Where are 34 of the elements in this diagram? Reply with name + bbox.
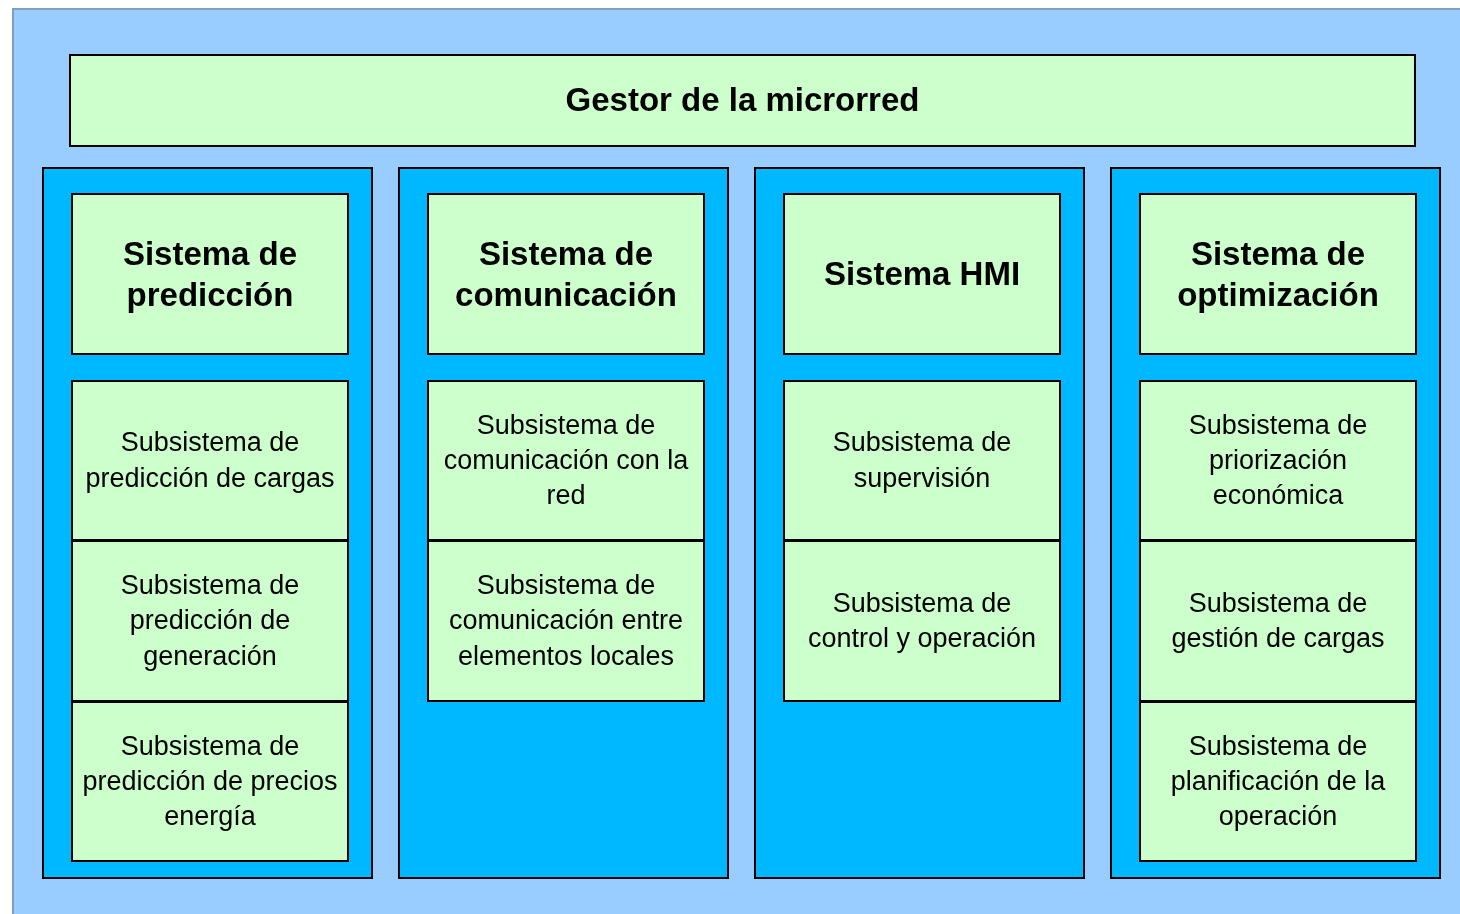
subsystem-label: Subsistema de predicción de cargas bbox=[84, 426, 336, 495]
system-label: Sistema de optimización bbox=[1176, 233, 1380, 315]
system-box bbox=[71, 193, 349, 355]
subsystem-label: Subsistema de priorización económica bbox=[1187, 408, 1369, 513]
subsystem-label: Subsistema de predicción de generación bbox=[119, 569, 301, 673]
system-label: Sistema HMI bbox=[822, 254, 1022, 295]
column-panel bbox=[398, 167, 729, 879]
subsystem-label: Subsistema de comunicación entre elementos locales bbox=[447, 569, 685, 673]
system-box bbox=[1139, 193, 1417, 355]
subsystem-label: Subsistema de supervisión bbox=[831, 426, 1013, 495]
subsystem-label: Subsistema de gestión de cargas bbox=[1170, 586, 1386, 655]
title-label: Gestor de la microrred bbox=[564, 80, 921, 121]
column-panel bbox=[1110, 167, 1441, 879]
subsystem-box bbox=[783, 380, 1061, 541]
subsystem-box bbox=[783, 540, 1061, 702]
subsystem-box bbox=[1139, 540, 1417, 702]
column-panel bbox=[754, 167, 1085, 879]
manager-box bbox=[69, 54, 1416, 147]
system-box bbox=[783, 193, 1061, 355]
subsystem-label: Subsistema de control y operación bbox=[806, 586, 1038, 655]
subsystem-label: Subsistema de planificación de la operación bbox=[1169, 729, 1387, 834]
subsystem-label: Subsistema de comunicación con la red bbox=[442, 408, 690, 513]
subsystem-box bbox=[1139, 701, 1417, 862]
system-label: Sistema de comunicación bbox=[454, 233, 678, 315]
subsystem-box bbox=[1139, 380, 1417, 541]
system-box bbox=[427, 193, 705, 355]
column-panel bbox=[42, 167, 373, 879]
system-label: Sistema de predicción bbox=[121, 233, 299, 315]
subsystem-box bbox=[71, 540, 349, 702]
subsystem-label: Subsistema de predicción de precios energía bbox=[81, 729, 339, 834]
subsystem-box bbox=[427, 380, 705, 541]
subsystem-box bbox=[427, 540, 705, 702]
subsystem-box bbox=[71, 380, 349, 541]
subsystem-box bbox=[71, 701, 349, 862]
